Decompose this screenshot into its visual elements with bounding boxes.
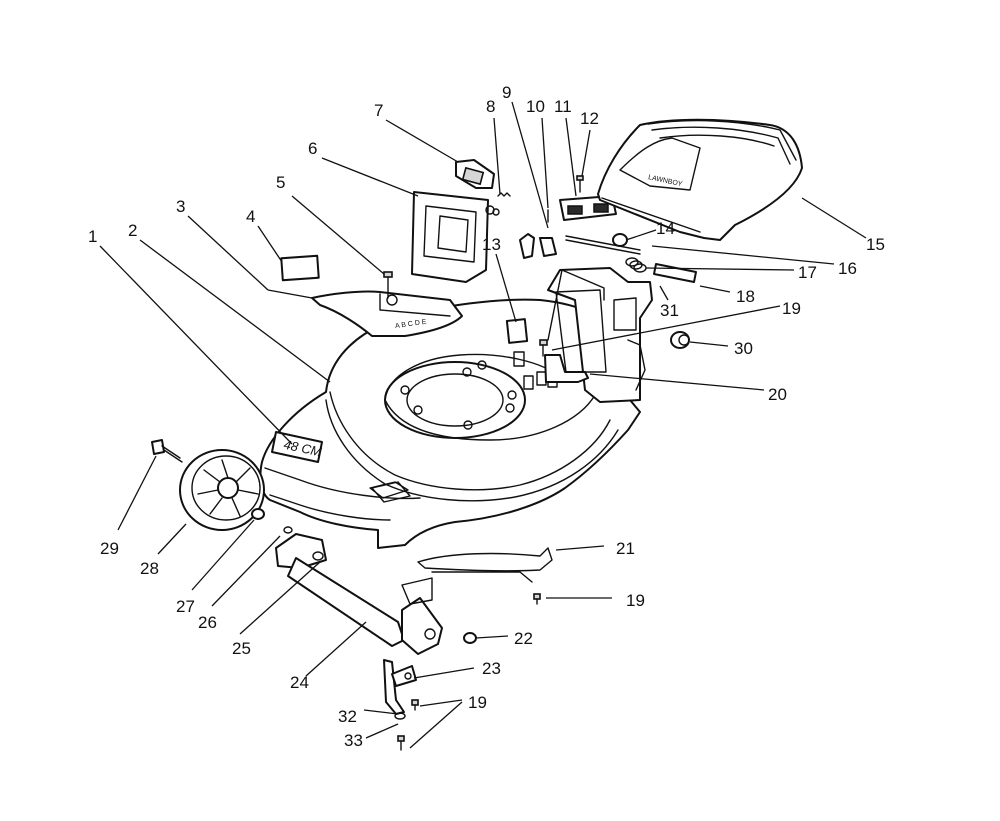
callout-25: 25	[232, 639, 251, 658]
wheel-assembly	[151, 439, 293, 534]
callout-22: 22	[514, 629, 533, 648]
callout-20: 20	[768, 385, 787, 404]
callout-19-b: 19	[626, 591, 645, 610]
callout-14: 14	[656, 219, 675, 238]
callout-1: 1	[88, 227, 97, 246]
callout-19: 19	[782, 299, 801, 318]
callout-33: 33	[344, 731, 363, 750]
callout-19-c: 19	[468, 693, 487, 712]
label-4	[280, 254, 320, 282]
callout-3: 3	[176, 197, 185, 216]
callout-27: 27	[176, 597, 195, 616]
callout-11: 11	[554, 97, 572, 116]
callout-16: 16	[838, 259, 857, 278]
axle-assembly	[275, 533, 553, 715]
callout-5: 5	[276, 173, 285, 192]
callout-29: 29	[100, 539, 119, 558]
callout-32: 32	[338, 707, 357, 726]
callout-8: 8	[486, 97, 495, 116]
small-hardware	[394, 593, 541, 751]
callout-23: 23	[482, 659, 501, 678]
callout-7: 7	[374, 101, 383, 120]
callout-24: 24	[290, 673, 309, 692]
leader-lines	[99, 101, 867, 749]
callout-30: 30	[734, 339, 753, 358]
handle-7	[455, 159, 495, 189]
discharge-chute	[411, 191, 500, 283]
mower-deck: 48 CM	[259, 267, 653, 549]
callout-15: 15	[866, 235, 885, 254]
callout-31: 31	[660, 301, 679, 320]
callout-21: 21	[616, 539, 635, 558]
callout-6: 6	[308, 139, 317, 158]
callout-4: 4	[246, 207, 255, 226]
plate-marking: A B C D E	[395, 319, 428, 330]
callout-26: 26	[198, 613, 217, 632]
callout-13: 13	[482, 235, 501, 254]
callout-2: 2	[128, 221, 137, 240]
callout-18: 18	[736, 287, 755, 306]
callout-28: 28	[140, 559, 159, 578]
deflector-plate: A B C D E	[311, 290, 463, 337]
cap-30	[670, 331, 690, 349]
callout-12: 12	[580, 109, 599, 128]
callout-10: 10	[526, 97, 545, 116]
callout-9: 9	[502, 83, 511, 102]
callout-17: 17	[798, 263, 817, 282]
deck-marking: 48 CM	[271, 431, 323, 463]
rear-shroud: LAWNBOY	[597, 118, 803, 241]
bolt-19-rear	[539, 339, 548, 357]
bolt-5	[383, 271, 393, 299]
callouts: 1 2 3 4 5 6 7 8 9 10 11 12 13 14 15 16 1…	[88, 83, 885, 750]
